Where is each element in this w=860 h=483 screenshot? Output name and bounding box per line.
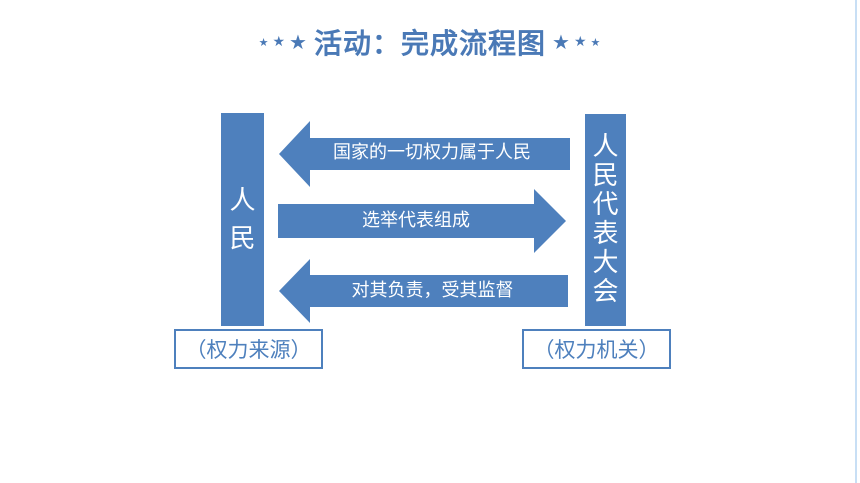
people-bar: 人 民 xyxy=(221,113,264,326)
people-char: 民 xyxy=(229,223,256,254)
arrow-right-middle xyxy=(278,189,566,253)
congress-char: 会 xyxy=(592,277,619,307)
caption-power-source: （权力来源） xyxy=(174,329,323,369)
congress-char: 人 xyxy=(592,132,619,162)
arrow-left-bottom xyxy=(279,259,568,323)
congress-char: 代 xyxy=(592,190,619,220)
congress-char: 大 xyxy=(592,248,619,278)
arrow-label-elect: 选举代表组成 xyxy=(362,210,470,231)
slide-title: ★★★ 活动：完成流程图 ★★★ xyxy=(0,22,860,62)
congress-bar: 人 民 代 表 大 会 xyxy=(585,114,626,326)
right-star-icons: ★★★ xyxy=(552,30,602,54)
caption-power-organ: （权力机关） xyxy=(522,329,671,369)
congress-char: 民 xyxy=(592,161,619,191)
arrow-left-top xyxy=(279,121,570,187)
people-char: 人 xyxy=(229,185,256,216)
arrow-label-power-belongs: 国家的一切权力属于人民 xyxy=(333,142,531,163)
title-text: 活动：完成流程图 xyxy=(313,27,546,60)
congress-char: 表 xyxy=(592,219,619,249)
right-edge-line xyxy=(855,0,857,483)
left-star-icons: ★★★ xyxy=(258,30,308,54)
arrow-label-responsible: 对其负责，受其监督 xyxy=(351,280,514,301)
